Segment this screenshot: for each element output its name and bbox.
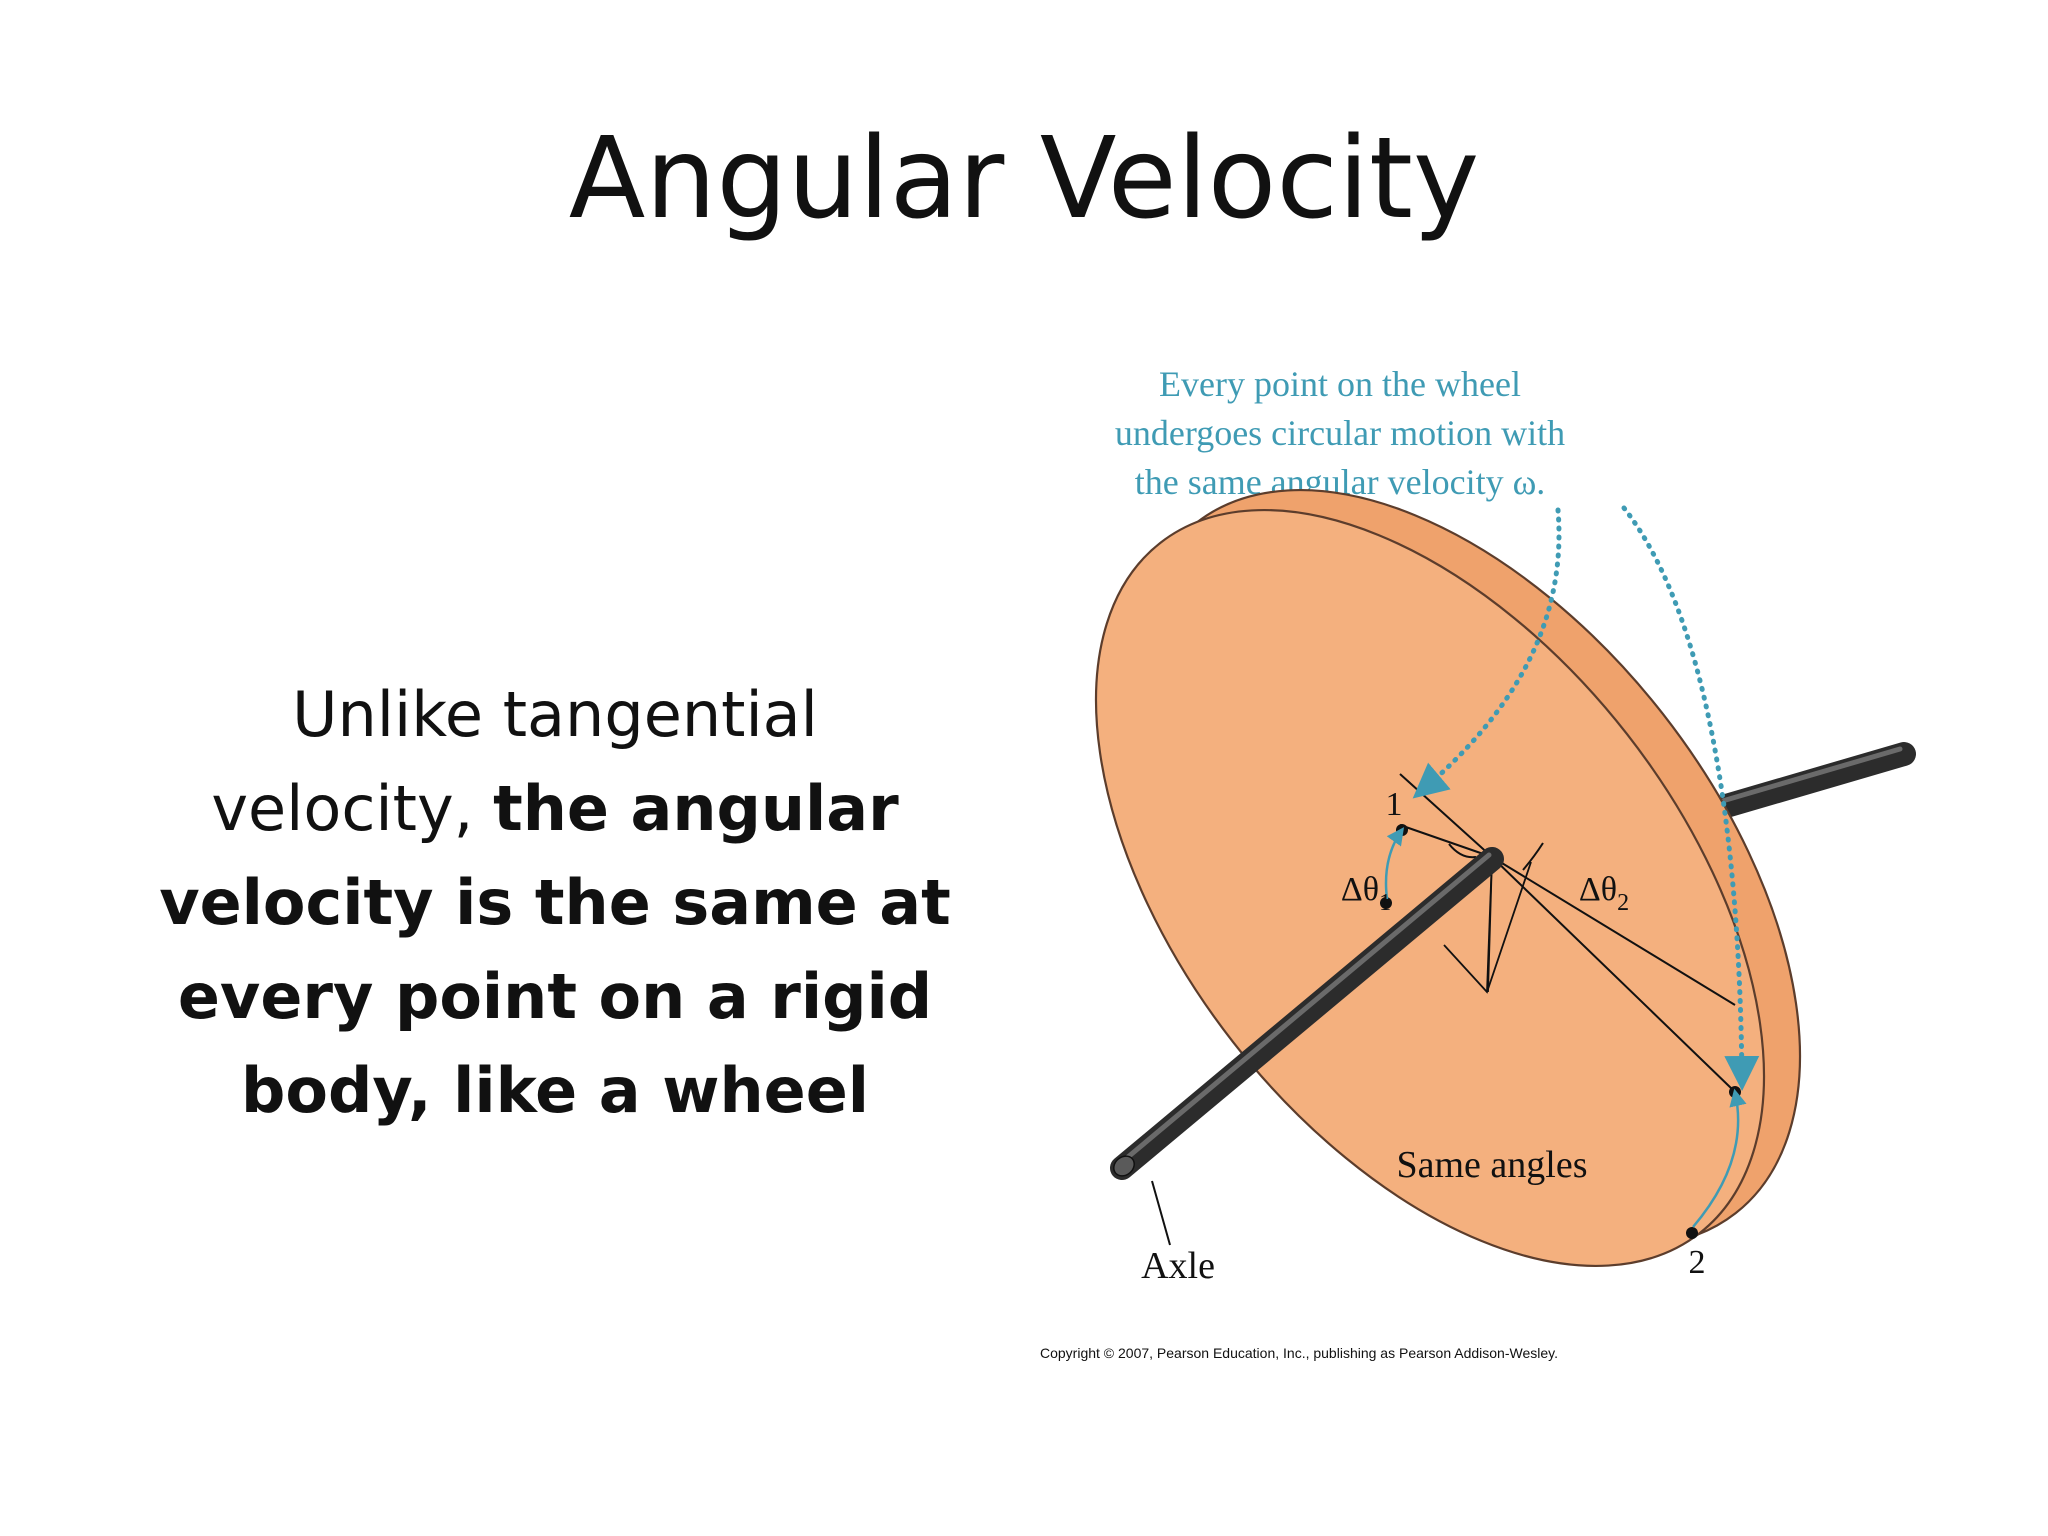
caption-line-1: Every point on the wheel <box>1159 364 1521 404</box>
angle-labels: Δθ1 Δθ2 Same angles <box>1341 871 1629 1186</box>
same-angles-pointer <box>1443 861 1532 994</box>
point-2-label: 2 <box>1689 1244 1706 1281</box>
caption-line-2: undergoes circular motion with <box>1115 413 1565 453</box>
angle-lines <box>1399 773 1736 1090</box>
angle-arc-1 <box>1448 843 1477 859</box>
caption-text: Every point on the wheel undergoes circu… <box>1115 364 1565 502</box>
delta-theta-2-subscript: 2 <box>1617 890 1629 916</box>
point-1-old-dot <box>1380 897 1392 909</box>
wheel-face <box>1094 508 1766 1268</box>
wheel-diagram-svg: Every point on the wheel undergoes circu… <box>1040 364 1916 1361</box>
same-angles-label: Same angles <box>1396 1144 1587 1186</box>
radius-line-4 <box>1491 856 1736 1006</box>
delta-theta-2-label: Δθ2 <box>1579 871 1629 916</box>
angle-arc-2 <box>1522 842 1544 871</box>
angle-pointer-2 <box>1487 856 1493 993</box>
body-line-4: every point on a rigid <box>177 960 933 1033</box>
body-line-3: velocity is the same at <box>159 866 951 939</box>
point-1: 1 <box>1380 786 1408 909</box>
axle-pointer <box>1151 1180 1171 1246</box>
delta-theta-1-label: Δθ1 <box>1341 871 1391 916</box>
copyright-text: Copyright © 2007, Pearson Education, Inc… <box>1040 1345 1558 1361</box>
delta-theta-1-subscript: 1 <box>1379 890 1391 916</box>
point-2-old-dot <box>1686 1227 1698 1239</box>
delta-theta-1-main: Δθ <box>1341 871 1379 908</box>
point-2-motion-arrow <box>1692 1088 1747 1228</box>
body-line-2: velocity, the angular <box>150 762 960 856</box>
dotted-guides <box>1412 505 1760 1091</box>
body-text: Unlike tangential velocity, the angular … <box>150 668 960 1138</box>
body-line-2-regular: velocity, <box>211 772 494 845</box>
axle-front-segment <box>1110 847 1504 1180</box>
delta-theta-2-main: Δθ <box>1579 871 1617 908</box>
radius-line-1 <box>1399 824 1493 858</box>
dotted-guide-to-point-2 <box>1621 505 1760 1091</box>
wheel-diagram: Every point on the wheel undergoes circu… <box>1040 350 1980 1380</box>
point-1-label: 1 <box>1386 786 1403 823</box>
body-line-2-bold: the angular <box>493 772 899 845</box>
body-line-5: body, like a wheel <box>241 1054 869 1127</box>
radius-line-3 <box>1491 856 1733 1090</box>
axle-front-highlight <box>1119 852 1492 1165</box>
body-line-1: Unlike tangential <box>292 678 818 751</box>
point-1-motion-arrow <box>1384 827 1405 900</box>
axle-end-cap <box>1113 1155 1135 1177</box>
dotted-guide-to-point-1 <box>1412 507 1562 799</box>
axle-front: Axle <box>1110 847 1504 1287</box>
slide-title: Angular Velocity <box>568 114 1480 244</box>
axle-label: Axle <box>1141 1245 1215 1287</box>
